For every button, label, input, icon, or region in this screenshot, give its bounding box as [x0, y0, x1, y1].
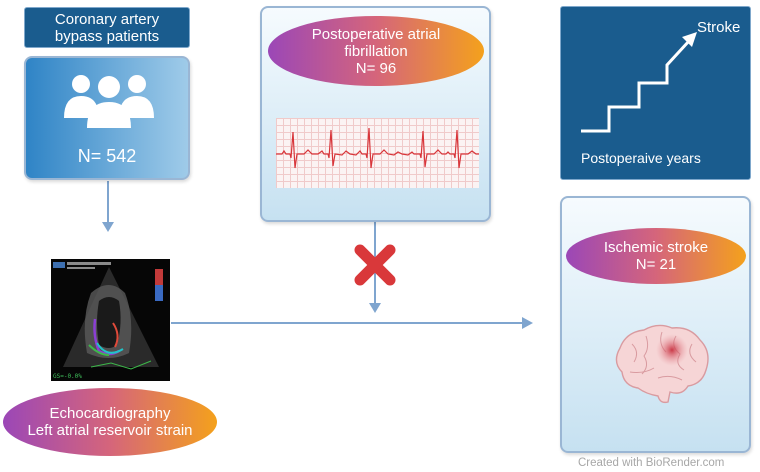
red-x-icon — [354, 244, 396, 286]
stroke-label: Stroke — [697, 19, 741, 36]
ecg-grid — [276, 118, 479, 188]
cohort-title-box: Coronary artery bypass patients — [24, 7, 190, 48]
ecg-trace-icon — [276, 127, 479, 169]
patients-box: N= 542 — [24, 56, 190, 180]
cohort-title-line1: Coronary artery — [54, 10, 160, 28]
stroke-trend-box: Stroke Postoperaive years — [560, 6, 751, 180]
echo-label-line1: Echocardiography — [49, 405, 171, 422]
afib-pill: Postoperative atrial fibrillation N= 96 — [268, 16, 484, 86]
afib-label-line2: fibrillation — [344, 42, 408, 60]
echo-pill: Echocardiography Left atrial reservoir s… — [3, 388, 217, 456]
echo-label-line2: Left atrial reservoir strain — [27, 422, 193, 439]
biorender-credit: Created with BioRender.com — [578, 457, 725, 469]
ischemic-count: N= 21 — [635, 256, 677, 273]
step-up-arrow-icon — [581, 32, 697, 133]
cohort-title-line2: bypass patients — [54, 27, 160, 45]
afib-count: N= 96 — [355, 59, 397, 77]
cohort-count: N= 542 — [77, 146, 137, 166]
echo-screen-text: GS=-0.0% — [53, 373, 82, 380]
brain-icon — [615, 324, 709, 404]
echocardiogram-image: GS=-0.0% — [51, 259, 170, 381]
ischemic-label: Ischemic stroke — [603, 239, 709, 256]
people-group-icon — [64, 75, 154, 128]
postoperative-years-label: Postoperaive years — [581, 150, 701, 166]
afib-label-line1: Postoperative atrial — [311, 25, 441, 43]
ischemic-pill: Ischemic stroke N= 21 — [566, 228, 746, 284]
